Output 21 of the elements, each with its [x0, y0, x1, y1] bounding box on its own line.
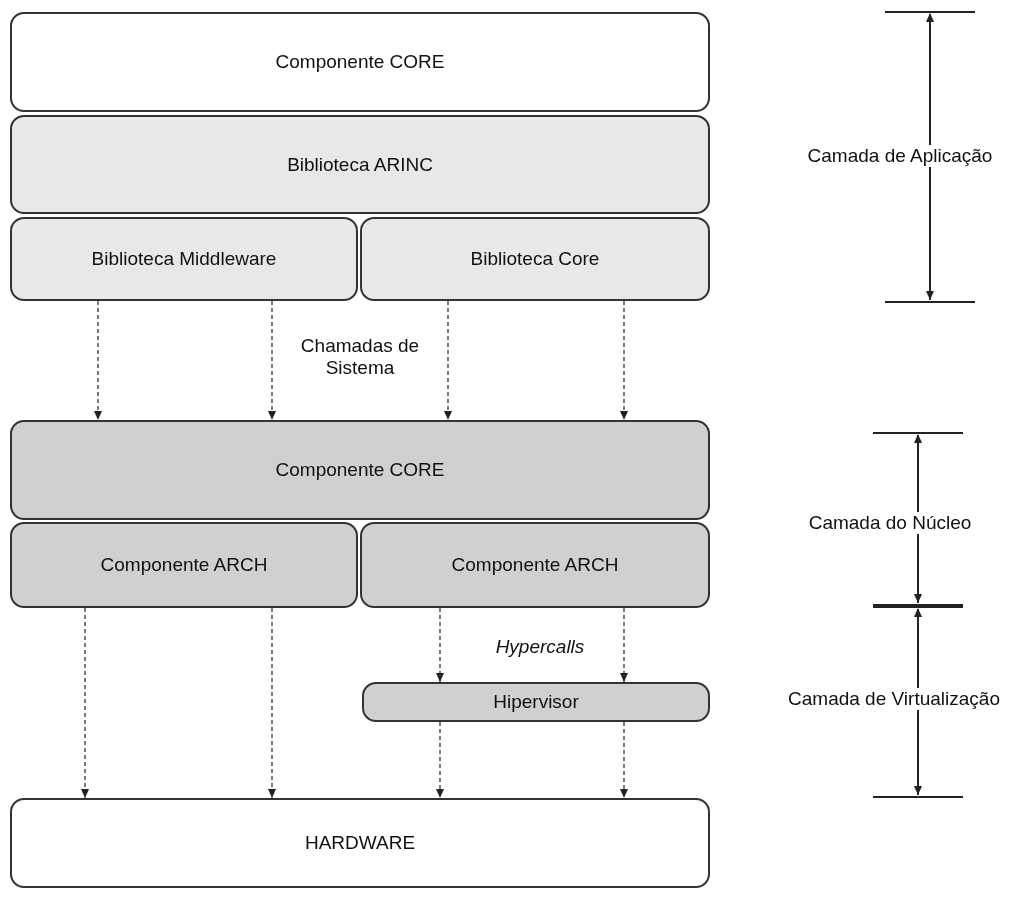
arrow — [620, 721, 628, 799]
layer-box: Componente ARCH — [10, 522, 358, 608]
arrow — [436, 721, 444, 799]
annotation-text: Hypercalls — [494, 636, 586, 658]
layer-box: Componente CORE — [10, 420, 710, 520]
layer-box: Componente CORE — [10, 12, 710, 112]
arrow — [268, 607, 276, 799]
arrow — [268, 300, 276, 421]
layer-box: Hipervisor — [362, 682, 710, 722]
arrow — [620, 300, 628, 421]
layer-box: Biblioteca Core — [360, 217, 710, 301]
arrow — [94, 300, 102, 421]
arrow — [444, 300, 452, 421]
arrow — [620, 607, 628, 683]
arrow — [81, 607, 89, 799]
arrow — [436, 607, 444, 683]
layer-box: Biblioteca Middleware — [10, 217, 358, 301]
layer-box: Componente ARCH — [360, 522, 710, 608]
layer-box: HARDWARE — [10, 798, 710, 888]
annotation-text: Chamadas de Sistema — [299, 335, 421, 379]
layer-box: Biblioteca ARINC — [10, 115, 710, 214]
